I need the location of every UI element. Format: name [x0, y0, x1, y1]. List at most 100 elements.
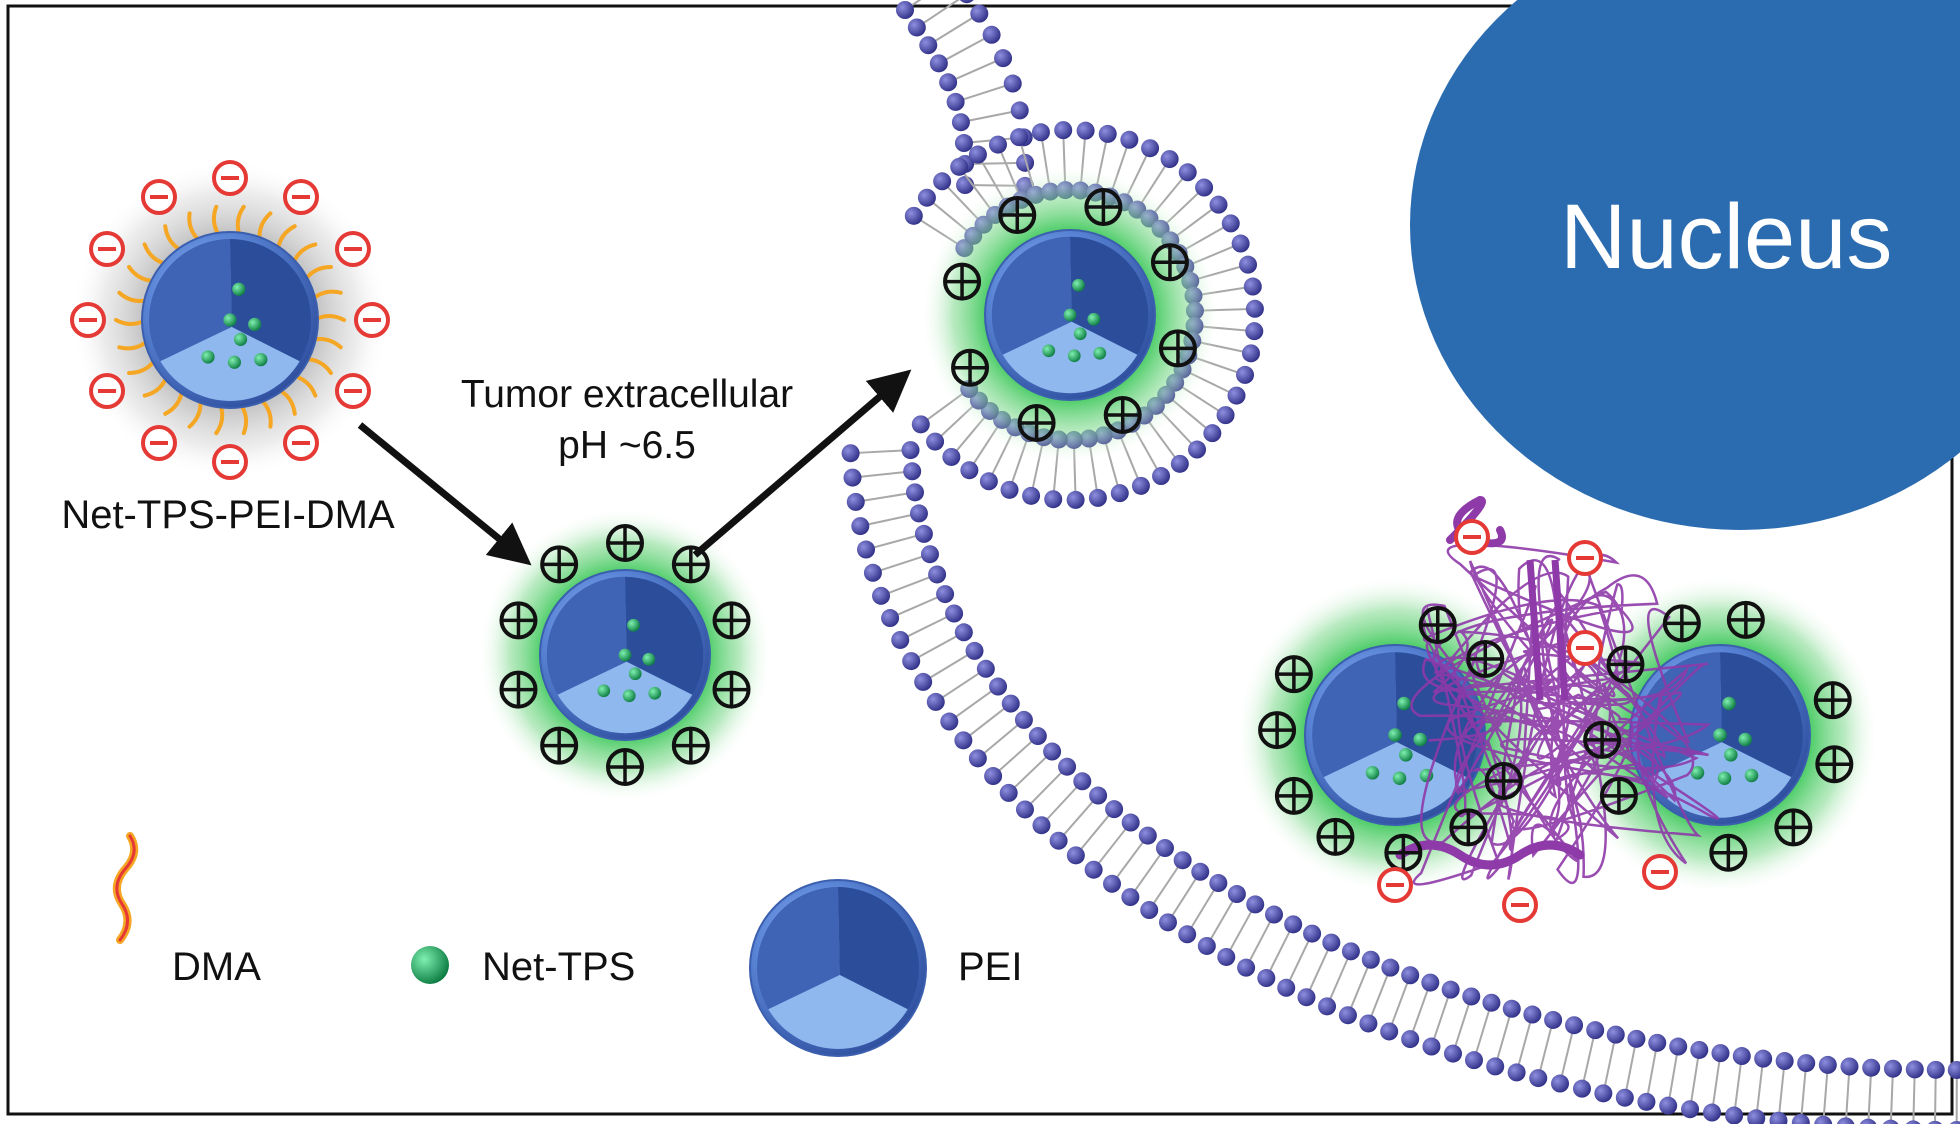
- net-tps-dot: [618, 648, 632, 662]
- positive-charge-icon: [671, 726, 710, 765]
- lipid-head-outer: [1209, 874, 1228, 893]
- positive-charge-icon: [499, 670, 538, 709]
- lipid-head-outer: [1066, 490, 1085, 509]
- lipid-head-outer: [1926, 1060, 1945, 1079]
- lipid-head-inner: [1422, 1037, 1441, 1056]
- lipid-tail: [1560, 1032, 1574, 1076]
- positive-charge-icon: [1316, 817, 1355, 856]
- legend-pei-core: [749, 879, 927, 1057]
- negative-charge-icon: [212, 444, 248, 480]
- negative-charge-icon: [141, 179, 177, 216]
- lipid-head-outer: [1221, 214, 1240, 233]
- lipid-head-outer: [1231, 234, 1250, 253]
- lipid-head-outer: [1421, 973, 1440, 992]
- negative-charge-icon: [334, 373, 371, 409]
- lipid-tail: [1411, 989, 1429, 1032]
- lipid-head-outer: [1121, 813, 1140, 832]
- lipid-head-outer: [939, 73, 958, 92]
- lipid-head-inner: [968, 749, 987, 768]
- net-tps-dot: [248, 317, 262, 331]
- lipid-tail: [1350, 966, 1369, 1009]
- net-tps-dot: [1365, 766, 1380, 780]
- net-tps-dot: [233, 332, 248, 346]
- lipid-tail: [945, 37, 986, 61]
- positive-charge-icon: [1606, 645, 1645, 684]
- pei-cutaway-left: [546, 576, 627, 695]
- positive-charge-icon: [943, 262, 982, 301]
- lipid-head-outer: [976, 659, 995, 678]
- lipid-head-outer: [1000, 480, 1019, 499]
- lipid-head-outer: [1131, 476, 1150, 495]
- lipid-tail: [1209, 900, 1234, 940]
- lipid-head-inner: [1297, 988, 1316, 1007]
- net-tps-dot: [1713, 728, 1727, 742]
- lipid-head-outer: [1775, 1052, 1794, 1071]
- lipid-head-outer: [1191, 862, 1210, 881]
- lipid-head-outer: [1089, 786, 1108, 805]
- lipid-head-outer: [1028, 727, 1047, 746]
- lipid-head-outer: [945, 604, 964, 623]
- lipid-tail: [1391, 982, 1409, 1025]
- lipid-tail: [1370, 974, 1389, 1017]
- lipid-head-inner: [1003, 74, 1022, 93]
- pei-cutaway-right: [838, 887, 919, 1010]
- lipid-head-outer: [920, 545, 939, 564]
- lipid-tail: [888, 576, 930, 594]
- lipid-head-inner: [1140, 901, 1159, 920]
- lipid-head-outer: [1173, 851, 1192, 870]
- lipid-tail: [1308, 949, 1329, 991]
- positive-charge-icon: [1599, 776, 1638, 815]
- negative-charge-icon: [1454, 519, 1490, 555]
- lipid-head-outer: [1227, 386, 1246, 405]
- lipid-tail: [1433, 996, 1450, 1040]
- condition-label-line2: pH ~6.5: [558, 424, 696, 467]
- net-tps-dot: [1073, 327, 1087, 341]
- lipid-head-outer: [1073, 772, 1092, 791]
- lipid-head-inner: [891, 630, 910, 649]
- lipid-head-outer: [905, 483, 924, 502]
- lipid-head-outer: [901, 441, 920, 460]
- lipid-tail: [860, 471, 905, 478]
- lipid-head-outer: [929, 54, 948, 73]
- lipid-head-outer: [1043, 742, 1062, 761]
- positive-charge-icon: [606, 748, 644, 786]
- lipid-tail: [917, 635, 958, 659]
- lipid-head-inner: [1464, 1051, 1483, 1070]
- positive-charge-icon: [499, 601, 538, 640]
- positive-charge-icon: [1418, 606, 1457, 645]
- lipid-head-outer: [1178, 163, 1197, 182]
- lipid-head-inner: [1015, 800, 1034, 819]
- lipid-head-outer: [1216, 406, 1235, 425]
- dma-wave-icon: [112, 832, 139, 944]
- negative-charge-icon: [212, 160, 248, 196]
- lipid-tail: [1604, 1042, 1616, 1086]
- lipid-tail: [929, 654, 969, 679]
- lipid-tail: [863, 492, 908, 502]
- lipid-head-inner: [1066, 846, 1085, 865]
- net-tps-dot: [227, 355, 241, 369]
- positive-charge-icon: [1274, 655, 1313, 694]
- protein-helix: [1446, 495, 1506, 548]
- net-tps-dot: [1744, 768, 1759, 783]
- lipid-head-outer: [946, 92, 965, 111]
- positive-charge-icon: [1258, 711, 1297, 750]
- lipid-head-outer: [1188, 440, 1207, 459]
- positive-charge-icon: [1384, 833, 1423, 872]
- lipid-tail: [1152, 866, 1180, 904]
- lipid-head-inner: [1338, 1006, 1357, 1025]
- lipid-head-outer: [1711, 1044, 1730, 1063]
- lipid-head-inner: [1158, 913, 1177, 932]
- negative-charge-icon: [354, 302, 390, 338]
- positive-charge-icon: [606, 524, 644, 562]
- lipid-tail: [911, 0, 922, 7]
- lipid-head-inner: [1084, 860, 1103, 879]
- lipid-head-outer: [1502, 999, 1521, 1018]
- net-tps-dot: [254, 353, 268, 367]
- legend-label-net-tps: Net-TPS: [482, 945, 635, 989]
- lipid-tail: [867, 514, 912, 526]
- lipid-tail: [1248, 921, 1272, 962]
- lipid-head-outer: [1754, 1049, 1773, 1068]
- lipid-head-outer: [1523, 1005, 1542, 1024]
- lipid-head-outer: [942, 447, 961, 466]
- positive-charge-icon: [1084, 188, 1123, 227]
